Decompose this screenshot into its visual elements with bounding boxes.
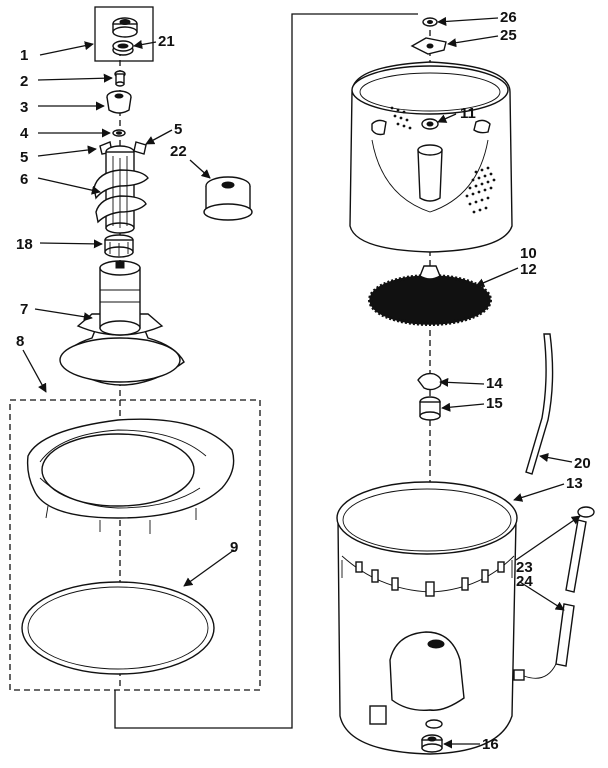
left-assembly xyxy=(9,6,261,691)
leader-lines xyxy=(22,16,581,749)
outer-tub-part-13 xyxy=(336,481,518,755)
callout-labels: 1 21 2 3 4 5 5 22 6 18 7 8 9 26 25 11 10… xyxy=(16,9,591,753)
callout-23: 23 xyxy=(516,559,533,576)
spin-basket xyxy=(349,61,513,253)
bearing-part-15 xyxy=(419,396,441,421)
callout-18: 18 xyxy=(16,236,33,253)
callout-25: 25 xyxy=(500,27,517,44)
ring-part-14 xyxy=(417,372,442,391)
callout-24: 24 xyxy=(516,573,533,590)
part-8-dashed-box xyxy=(9,399,261,691)
tub-ring xyxy=(26,418,235,534)
callout-12: 12 xyxy=(520,261,537,278)
tub-rim-slots xyxy=(355,561,505,597)
callout-5-left: 5 xyxy=(20,149,28,166)
basket-perforations xyxy=(390,106,496,214)
callout-3: 3 xyxy=(20,99,28,116)
callout-13: 13 xyxy=(566,475,583,492)
callout-22: 22 xyxy=(170,143,187,160)
gasket-part-9 xyxy=(21,581,215,675)
bushing-part-22 xyxy=(203,176,253,221)
nut-part-26 xyxy=(422,17,438,27)
callout-14: 14 xyxy=(486,375,503,392)
bolt-part-2 xyxy=(114,70,126,87)
hose-part-24 xyxy=(513,506,595,681)
callout-20: 20 xyxy=(574,455,591,472)
assembly-connection-line xyxy=(114,13,418,729)
callout-4: 4 xyxy=(20,125,29,142)
hub-plate-part-10-12 xyxy=(368,265,492,326)
callout-15: 15 xyxy=(486,395,503,412)
auger-part-6 xyxy=(93,145,149,234)
plug-part-16 xyxy=(421,734,443,753)
callout-5-right: 5 xyxy=(174,121,182,138)
callout-8: 8 xyxy=(16,333,24,350)
callout-21: 21 xyxy=(158,33,175,50)
cap-part-3 xyxy=(106,90,132,114)
callout-26: 26 xyxy=(500,9,517,26)
callout-16: 16 xyxy=(482,736,499,753)
callout-7: 7 xyxy=(20,301,28,318)
callout-11: 11 xyxy=(460,105,476,122)
callout-9: 9 xyxy=(230,539,238,556)
hose-part-20 xyxy=(525,333,554,475)
callout-10: 10 xyxy=(520,245,537,262)
coupling-part-18 xyxy=(104,234,134,258)
part-1-box xyxy=(94,6,154,62)
agitator-cap xyxy=(112,17,138,38)
callout-6: 6 xyxy=(20,171,28,188)
callout-1: 1 xyxy=(20,47,28,64)
callout-2: 2 xyxy=(20,73,28,90)
agitator-base-part-7 xyxy=(59,260,185,386)
seal-ring-21 xyxy=(112,40,134,56)
dog-part-5-right xyxy=(133,141,147,155)
right-assembly xyxy=(336,17,595,755)
